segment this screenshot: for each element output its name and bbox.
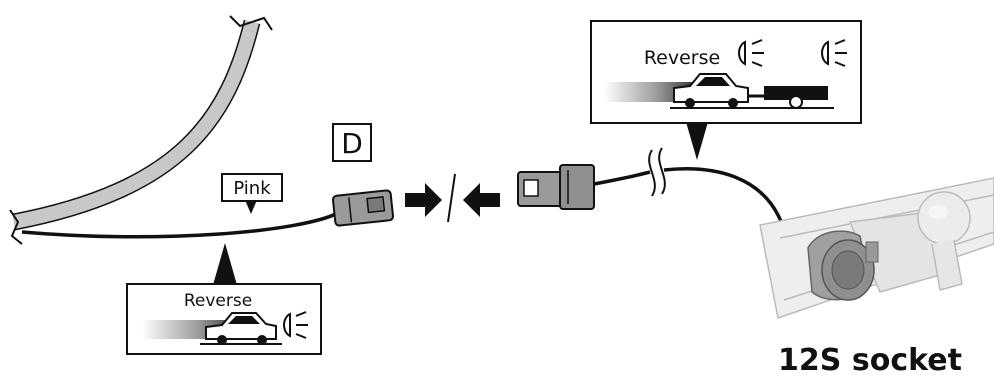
pink-wire: [21, 211, 339, 239]
cut-mark-icon: [648, 147, 666, 197]
reverse-callout-left: Reverse: [126, 243, 322, 355]
pink-label-text: Pink: [233, 178, 271, 199]
trailer-icon: [670, 86, 834, 109]
car-icon: [200, 312, 282, 345]
male-connector: [517, 164, 595, 210]
reverse-label-right: Reverse: [644, 47, 720, 69]
socket-label: 12S socket: [778, 343, 962, 378]
socket-wire-b: [663, 167, 792, 241]
arrow-right-icon: [405, 183, 442, 217]
reverse-callout-right: Reverse: [590, 20, 862, 160]
harness-bundle: [9, 15, 273, 245]
connector-letter-box: D: [332, 123, 372, 162]
connector-letter: D: [341, 127, 363, 160]
light-beam-icon: [738, 39, 764, 67]
socket-wire-a: [593, 170, 651, 186]
socket-12s: [807, 230, 879, 301]
pink-wire-label: Pink: [221, 173, 283, 214]
light-beam-icon: [821, 39, 847, 67]
harness-cut-mark-top: [229, 15, 273, 31]
mating-divider: [447, 173, 456, 223]
reverse-label-left: Reverse: [184, 291, 252, 311]
harness-cut-mark-left: [9, 209, 23, 245]
light-beam-icon: [283, 311, 308, 339]
arrow-left-icon: [463, 183, 500, 217]
female-connector: [331, 189, 395, 227]
